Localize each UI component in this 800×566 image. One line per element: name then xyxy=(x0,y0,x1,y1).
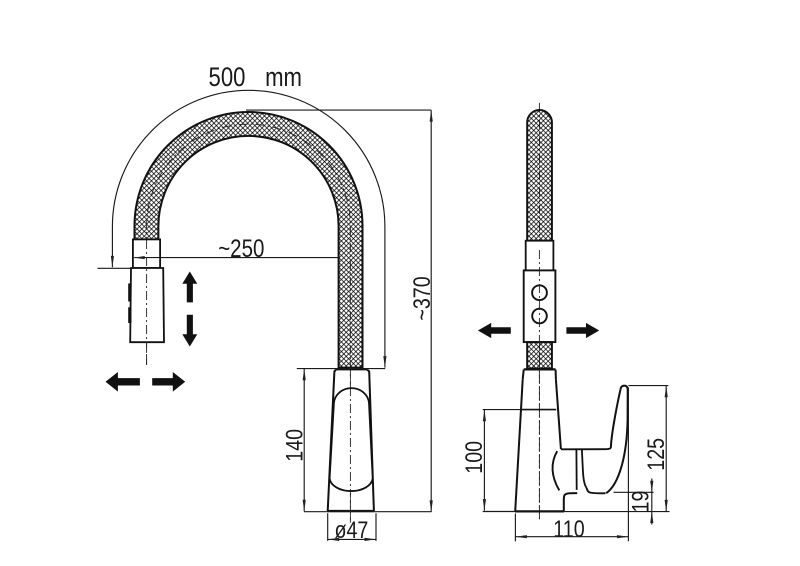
svg-text:mm: mm xyxy=(265,63,302,93)
svg-text:~250: ~250 xyxy=(218,234,264,262)
svg-text:110: 110 xyxy=(553,515,584,542)
svg-text:~370: ~370 xyxy=(408,276,435,320)
svg-text:500: 500 xyxy=(209,63,246,93)
svg-text:140: 140 xyxy=(281,429,308,462)
svg-text:100: 100 xyxy=(460,441,487,474)
svg-text:19: 19 xyxy=(627,491,654,513)
svg-text:ø47: ø47 xyxy=(334,516,368,543)
svg-text:125: 125 xyxy=(642,438,669,471)
